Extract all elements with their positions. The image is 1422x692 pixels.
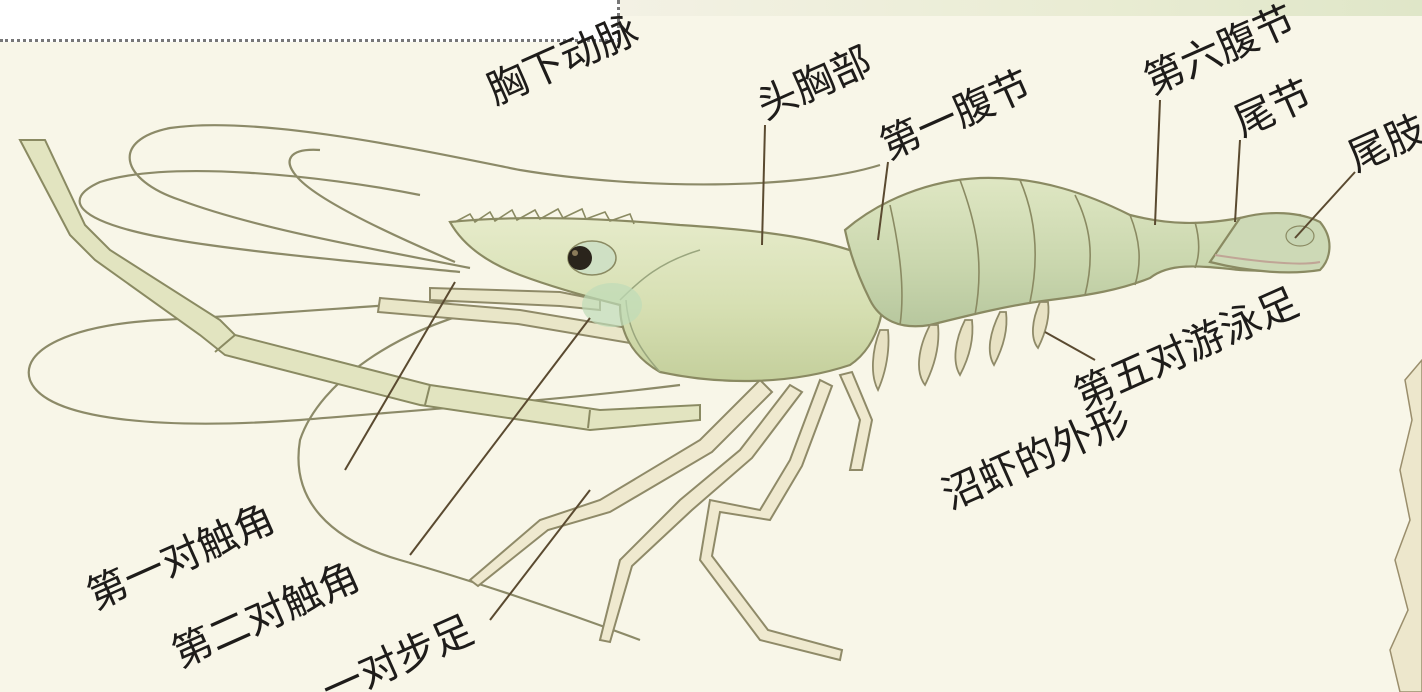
label-fifth-swimmeret: 第五对游泳足 bbox=[1067, 279, 1305, 419]
label-first-abdominal-segment: 第一腹节 bbox=[873, 62, 1038, 169]
eye bbox=[568, 246, 592, 270]
label-thorax-artery: 胸下动脉 bbox=[480, 7, 645, 114]
label-tail-fan: 尾肢 bbox=[1341, 107, 1422, 182]
caption: 沼虾的外形 bbox=[935, 396, 1136, 519]
label-walking-legs: 一对步足 bbox=[315, 607, 480, 692]
right-edge-decoration bbox=[1390, 360, 1422, 692]
label-cephalothorax: 头胸部 bbox=[750, 38, 878, 129]
label-telson: 尾节 bbox=[1227, 72, 1319, 147]
